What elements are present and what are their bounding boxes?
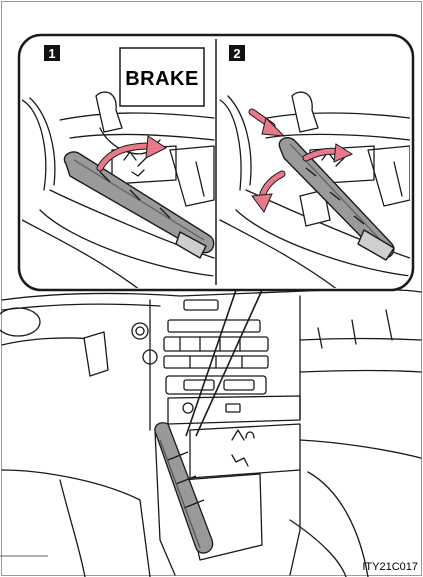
step-1-number: 1 [48,46,55,61]
step-2-number: 2 [233,46,240,61]
overview-brake-lever [155,423,213,553]
cabin-overview [0,289,421,577]
brake-indicator-label: BRAKE [125,68,199,90]
callout-leader [186,290,262,436]
illustration-code: ITY21C017 [362,561,418,573]
